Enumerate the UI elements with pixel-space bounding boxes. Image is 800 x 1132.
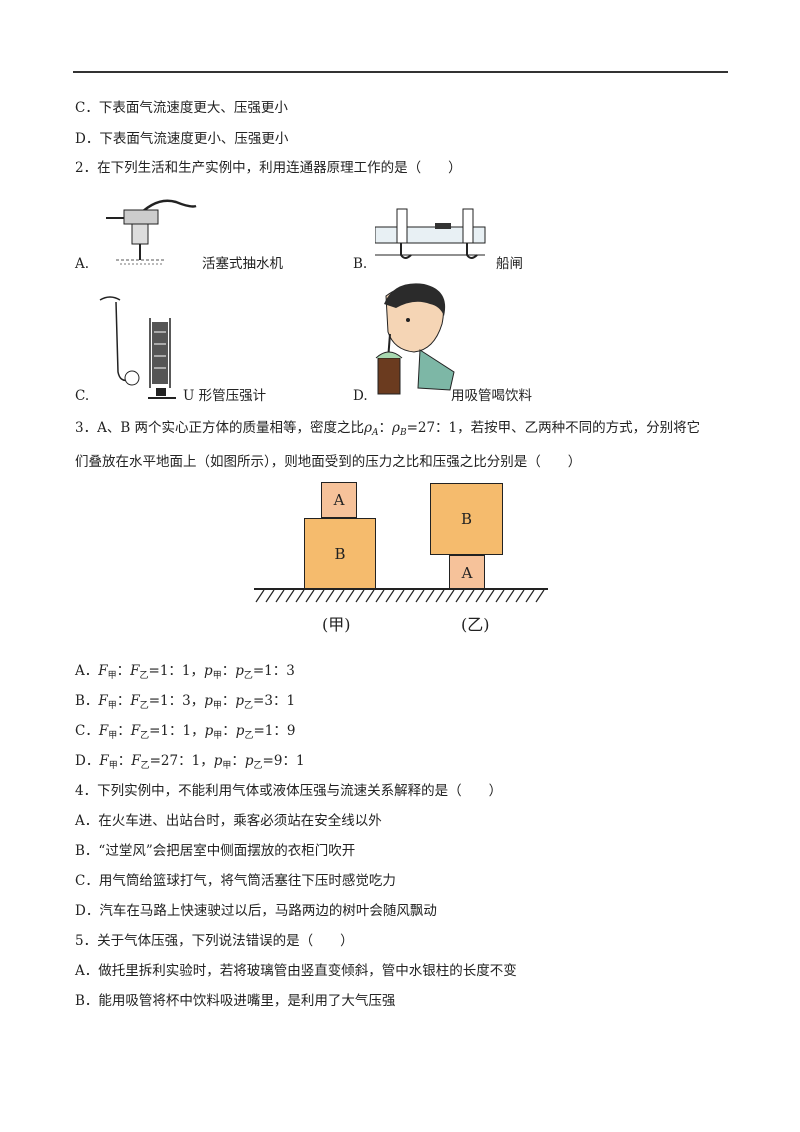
block-b-top-right: B	[430, 483, 503, 555]
q1-option-d: D．下表面气流速度更小、压强更小	[75, 131, 289, 147]
ground-hatching	[254, 588, 548, 603]
q2-option-d-letter: D.	[353, 388, 368, 404]
q2-option-a-letter: A.	[75, 256, 90, 272]
q2-option-c-text: U 形管压强计	[183, 388, 267, 404]
q3-stem-line1: 3．A、B 两个实心正方体的质量相等，密度之比ρA：ρB=27：1，若按甲、乙两…	[75, 420, 701, 438]
q4-stem: 4．下列实例中，不能利用气体或液体压强与流速关系解释的是（ ）	[75, 783, 503, 799]
q5-option-b: B．能用吸管将杯中饮料吸进嘴里，是利用了大气压强	[75, 993, 396, 1009]
q4-option-d: D．汽车在马路上快速驶过以后，马路两边的树叶会随风飘动	[75, 903, 437, 919]
q3-option-c: C．F甲：F乙=1：1，p甲：p乙=1：9	[75, 723, 296, 741]
q4-option-c: C．用气筒给篮球打气，将气筒活塞往下压时感觉吃力	[75, 873, 396, 889]
block-b-bottom-left: B	[304, 518, 376, 590]
q2-option-d-text: 用吸管喝饮料	[451, 388, 532, 404]
u-tube-manometer-figure	[99, 296, 176, 399]
q2-option-b-text: 船闸	[496, 256, 523, 272]
block-a-top-left: A	[321, 482, 357, 518]
q4-option-b: B．“过堂风”会把居室中侧面摆放的衣柜门吹开	[75, 843, 356, 859]
block-a-bottom-right: A	[449, 555, 485, 590]
boy-drinking-figure	[375, 283, 455, 395]
q3-option-d: D．F甲：F乙=27：1，p甲：p乙=9：1	[75, 753, 305, 771]
q3-option-b: B．F甲：F乙=1：3，p甲：p乙=3：1	[75, 693, 296, 711]
q5-option-a: A．做托里拆利实验时，若将玻璃管由竖直变倾斜，管中水银柱的长度不变	[75, 963, 517, 979]
q2-option-c-letter: C.	[75, 388, 90, 404]
q3-stem-line2: 们叠放在水平地面上（如图所示），则地面受到的压力之比和压强之比分别是（ ）	[75, 454, 582, 470]
q5-stem: 5．关于气体压强，下列说法错误的是（ ）	[75, 933, 354, 949]
ship-lock-figure	[375, 208, 486, 259]
q2-option-a-text: 活塞式抽水机	[202, 256, 283, 272]
caption-jia: (甲)	[322, 615, 351, 634]
q3-option-a: A．F甲：F乙=1：1，p甲：p乙=1：3	[75, 663, 295, 681]
q1-option-c: C．下表面气流速度更大、压强更小	[75, 100, 288, 116]
caption-yi: (乙)	[461, 615, 490, 634]
piston-pump-figure	[106, 199, 197, 265]
q2-stem: 2．在下列生活和生产实例中，利用连通器原理工作的是（ ）	[75, 160, 462, 176]
q2-option-b-letter: B.	[353, 256, 368, 272]
header-rule	[73, 71, 728, 73]
q4-option-a: A．在火车进、出站台时，乘客必须站在安全线以外	[75, 813, 382, 829]
